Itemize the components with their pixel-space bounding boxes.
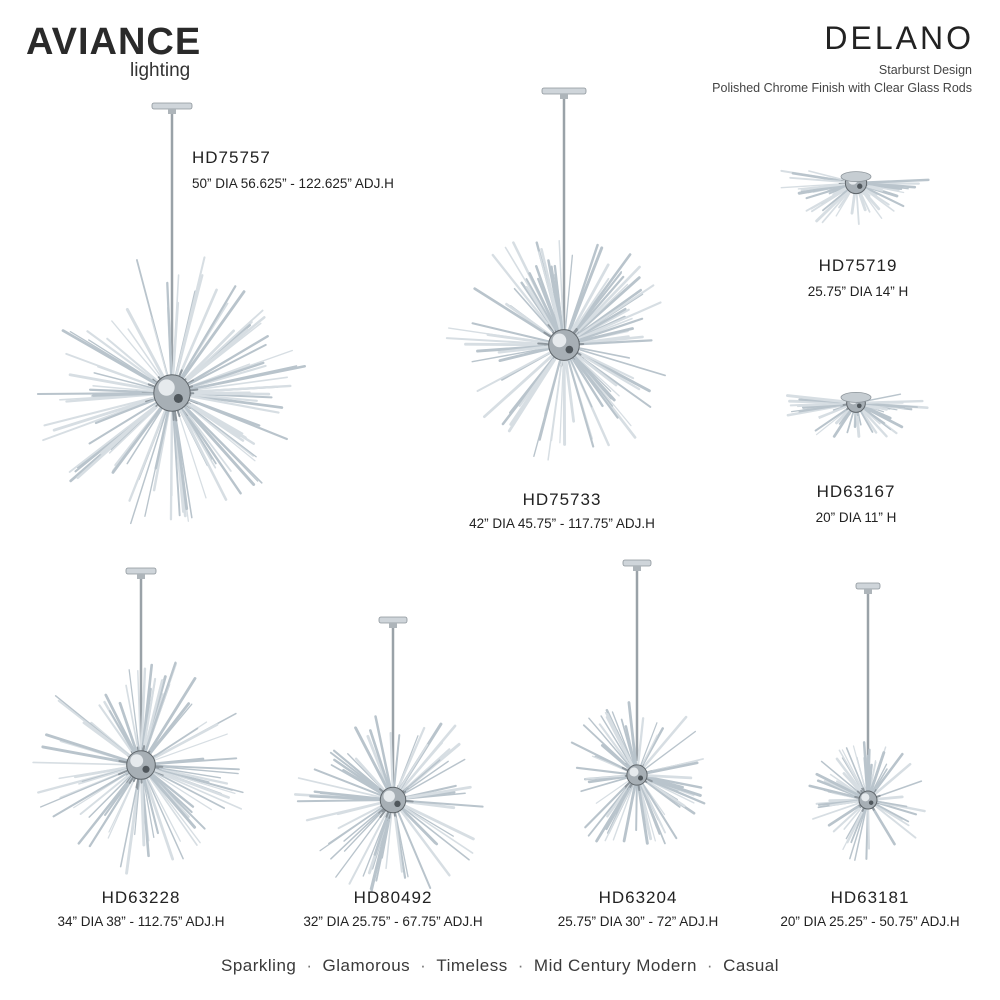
collection-tagline: Polished Chrome Finish with Clear Glass … [712,81,972,95]
product-dimensions: 32” DIA 25.75” - 67.75” ADJ.H [303,914,483,929]
brand-name: AVIANCE [26,21,202,63]
footer-separator: · [306,956,313,975]
brand-logo: AVIANCE lighting [26,22,200,82]
product-code: HD75719 [818,256,898,275]
product-dimensions: 34” DIA 38” - 112.75” ADJ.H [57,914,225,929]
footer-word: Casual [723,956,780,975]
lamp-hd63181 [808,582,926,861]
lamp-hd63204 [570,559,706,845]
lamp-hd63228 [32,567,244,875]
product-dimensions: 42” DIA 45.75” - 117.75” ADJ.H [469,516,655,531]
lamp-hd75733 [445,87,666,461]
product-dimensions: 50” DIA 56.625” - 122.625” ADJ.H [192,176,394,191]
product-dimensions: 20” DIA 25.25” - 50.75” ADJ.H [780,914,960,929]
footer-keywords: Sparkling · Glamorous · Timeless · Mid Century… [0,956,1000,976]
brand-sub: lighting [130,60,191,81]
footer-word: Timeless [436,956,508,975]
footer-separator: · [420,956,427,975]
footer-word: Sparkling [220,956,297,975]
product-code: HD63204 [598,888,678,907]
product-code: HD63167 [816,482,896,501]
lamp-hd75757 [36,102,307,525]
collection-title: DELANO [824,20,974,56]
product-code: HD75733 [522,490,602,509]
footer-word: Mid Century Modern [533,956,697,975]
product-code: HD75757 [192,148,271,167]
lamp-hd75719 [780,169,930,226]
lamp-hd80492 [293,616,484,893]
product-code: HD63181 [830,888,910,907]
product-code: HD63228 [101,888,181,907]
footer-separator: · [517,956,524,975]
footer-separator: · [706,956,714,975]
product-dimensions: 25.75” DIA 30” - 72” ADJ.H [557,914,719,929]
collection-tagline: Starburst Design [878,63,972,77]
product-dimensions: 25.75” DIA 14” H [807,284,909,299]
product-dimensions: 20” DIA 11” H [815,510,897,525]
lamp-hd63167 [785,391,929,438]
product-code: HD80492 [353,888,433,907]
footer-word: Glamorous [322,956,411,975]
